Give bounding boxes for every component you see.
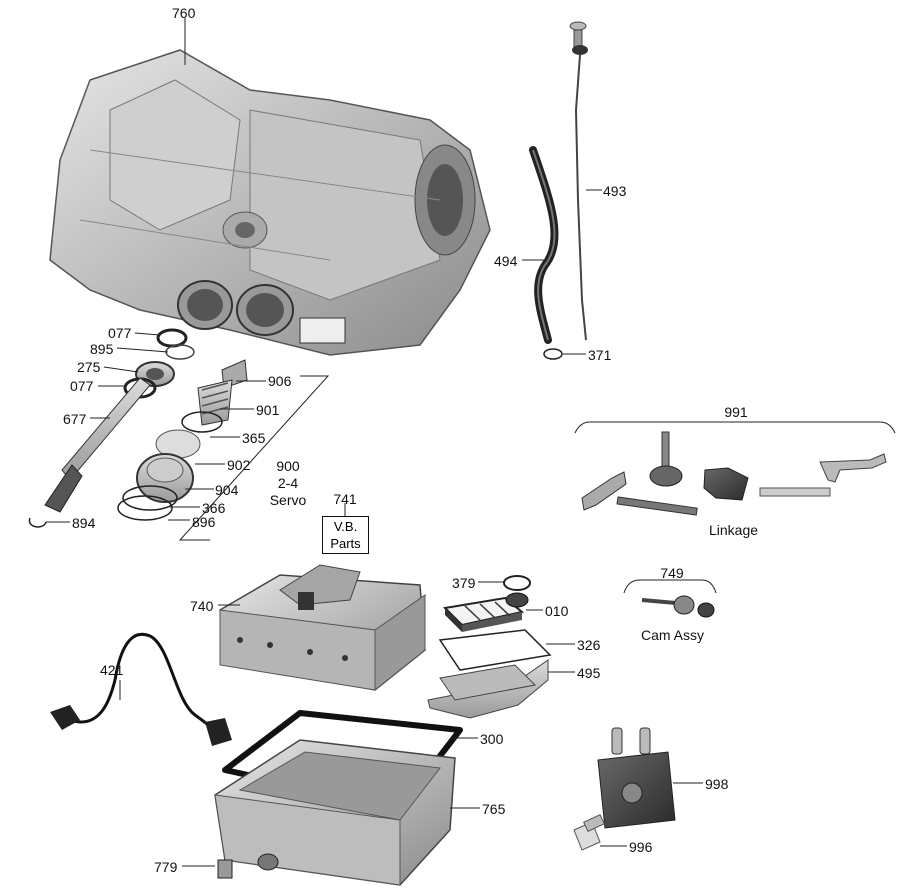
label-servo-line1: 2-4 xyxy=(277,475,299,491)
label-494: 494 xyxy=(494,253,518,269)
label-902: 902 xyxy=(227,457,251,473)
label-741: 741 xyxy=(333,491,357,507)
label-906: 906 xyxy=(268,373,292,389)
cam-assy-749 xyxy=(623,579,717,618)
label-749: 749 xyxy=(660,565,684,581)
label-365: 365 xyxy=(242,430,266,446)
label-760: 760 xyxy=(172,5,196,21)
oil-pan-765 xyxy=(214,739,456,886)
label-901: 901 xyxy=(256,402,280,418)
label-vb-line2: Parts xyxy=(330,536,361,551)
o-ring-371 xyxy=(543,348,563,360)
label-904: 904 xyxy=(215,482,239,498)
label-900: 900 xyxy=(276,458,300,474)
wire-harness-421 xyxy=(50,632,232,746)
vb-parts-box: V.B. Parts xyxy=(322,516,369,554)
label-894: 894 xyxy=(72,515,96,531)
valve-body-740 xyxy=(219,564,426,692)
leader-lines xyxy=(46,18,703,867)
oil-cooler-998 xyxy=(597,727,676,829)
label-326: 326 xyxy=(577,637,601,653)
label-vb-line1: V.B. xyxy=(333,519,358,534)
label-895: 895 xyxy=(90,341,114,357)
input-shaft-group xyxy=(28,328,195,528)
label-010: 010 xyxy=(545,603,569,619)
label-379: 379 xyxy=(452,575,476,591)
label-371: 371 xyxy=(588,347,612,363)
seal-379 xyxy=(503,575,531,591)
label-421: 421 xyxy=(100,662,124,678)
label-cam-assy: Cam Assy xyxy=(641,627,705,643)
label-896: 896 xyxy=(192,514,216,530)
label-998: 998 xyxy=(705,776,729,792)
label-996: 996 xyxy=(629,839,653,855)
label-991: 991 xyxy=(724,404,748,420)
label-300: 300 xyxy=(480,731,504,747)
label-366: 366 xyxy=(202,500,226,516)
filler-tube-494 xyxy=(529,146,559,344)
drain-plug-779 xyxy=(217,859,233,879)
label-765: 765 xyxy=(482,801,506,817)
cover-495 xyxy=(427,659,549,719)
label-677: 677 xyxy=(63,411,87,427)
label-linkage: Linkage xyxy=(709,522,759,538)
label-493: 493 xyxy=(603,183,627,199)
label-495: 495 xyxy=(577,665,601,681)
label-779: 779 xyxy=(154,859,178,875)
label-077a: 077 xyxy=(108,325,132,341)
linkage-991 xyxy=(574,421,896,516)
label-077b: 077 xyxy=(70,378,94,394)
gasket-326 xyxy=(438,629,552,671)
label-servo-line2: Servo xyxy=(269,492,307,508)
label-740: 740 xyxy=(190,598,214,614)
bolt-996 xyxy=(573,814,605,851)
label-275: 275 xyxy=(77,359,101,375)
filter-010 xyxy=(442,592,529,632)
dipstick-493 xyxy=(569,21,588,341)
transmission-case-760 xyxy=(49,49,491,356)
